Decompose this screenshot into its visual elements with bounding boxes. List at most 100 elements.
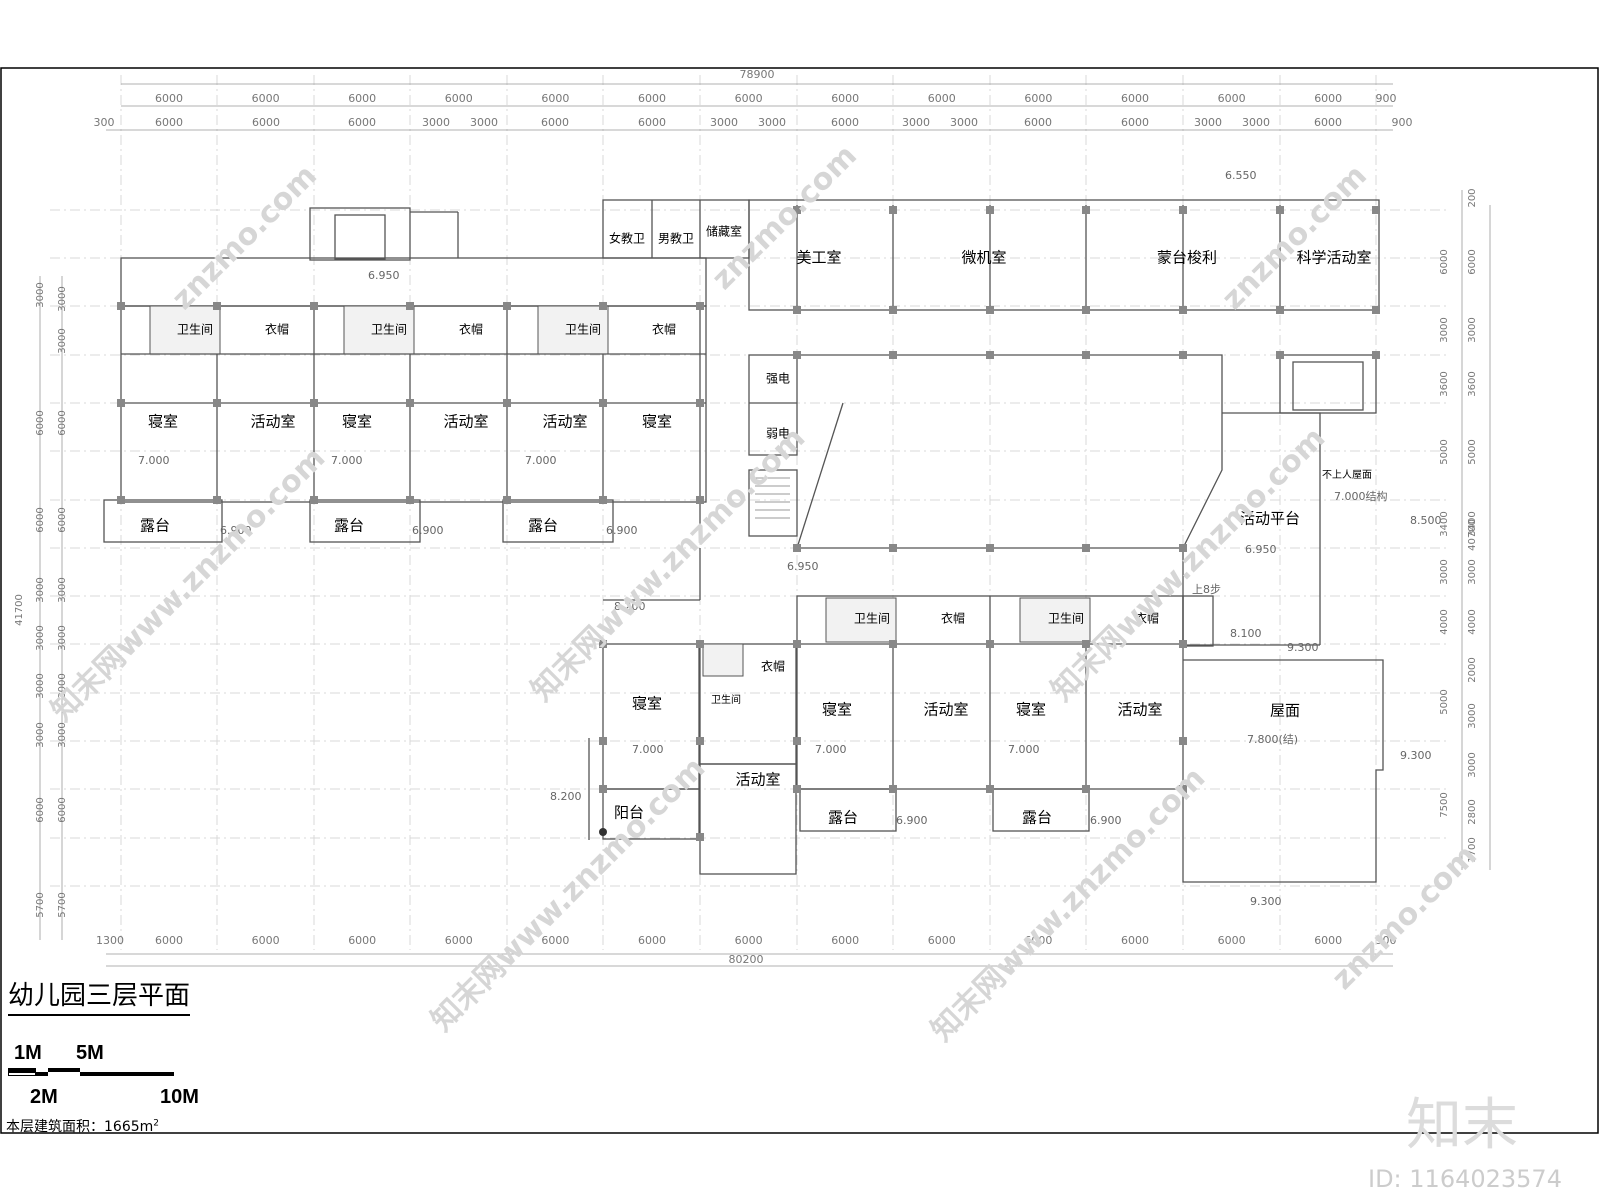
room-label: 活动室 [542, 413, 587, 431]
dimension-value: 3000 [1467, 703, 1478, 728]
room-label: 衣帽 [652, 322, 676, 337]
dimension-value: 6000 [155, 116, 183, 129]
dimension-value: 4000 [1467, 609, 1478, 634]
dimension-value: 6000 [348, 92, 376, 105]
dimension-value: 6000 [1121, 92, 1149, 105]
floor-area-unit-sup: 2 [153, 1118, 160, 1129]
room-label: 卫生间 [1048, 612, 1084, 626]
dimension-value: 3000 [1467, 317, 1478, 342]
dimension-value: 200 [1467, 188, 1478, 207]
dimension-value: 3000 [1194, 116, 1222, 129]
structural-columns [117, 206, 1380, 841]
dimension-value: 6000 [1218, 934, 1246, 947]
floor-area-note: 本层建筑面积：1665m2 [6, 1116, 159, 1136]
dimension-value: 6000 [541, 92, 569, 105]
dimension-value: 6000 [35, 507, 46, 532]
watermark-id: ID: 1164023574 [1368, 1165, 1562, 1193]
dimension-value: 3000 [422, 116, 450, 129]
dimension-value: 6000 [348, 934, 376, 947]
elevation-mark: 9.300 [1250, 895, 1282, 908]
elevation-mark: 6.900 [220, 524, 252, 537]
dim-left-total: 41700 [14, 594, 25, 626]
dimension-value: 1300 [96, 934, 124, 947]
dimension-value: 900 [1376, 92, 1397, 105]
dimension-value: 6000 [155, 934, 183, 947]
dimension-value: 3000 [57, 673, 68, 698]
room-label: 寝室 [342, 413, 372, 431]
drawing-frame [0, 67, 1599, 1134]
room-label: 卫生间 [854, 612, 890, 626]
dimension-value: 6000 [57, 797, 68, 822]
dimension-value: 300 [94, 116, 115, 129]
room-label: 卫生间 [371, 323, 407, 337]
dimension-value: 3000 [1439, 559, 1450, 584]
room-label: 露台 [528, 517, 558, 535]
dimension-value: 3000 [35, 673, 46, 698]
elevation-mark: 6.950 [368, 269, 400, 282]
dimension-value: 6000 [35, 797, 46, 822]
room-label: 活动平台 [1240, 510, 1300, 528]
dimension-value: 3000 [35, 722, 46, 747]
room-label: 衣帽 [459, 322, 483, 337]
northeast-wing [602, 199, 1380, 646]
elevation-mark: 6.950 [1245, 543, 1277, 556]
room-label: 露台 [140, 517, 170, 535]
room-label: 卫生间 [565, 323, 601, 337]
drawing-title: 幼儿园三层平面 [8, 975, 191, 1016]
elevation-mark: 6.900 [606, 524, 638, 537]
dimension-value: 6000 [252, 92, 280, 105]
room-label: 露台 [1022, 809, 1052, 827]
elevation-mark: 6.900 [1090, 814, 1122, 827]
elevation-mark: 上8步 [1192, 583, 1221, 596]
dimension-value: 3000 [758, 116, 786, 129]
dimension-value: 4000 [1439, 609, 1450, 634]
room-label: 微机室 [961, 249, 1006, 267]
dimension-value: 3000 [35, 282, 46, 307]
room-label: 衣帽 [265, 322, 289, 337]
dimension-value: 6000 [735, 934, 763, 947]
scale-label-10m: 10M [160, 1086, 199, 1108]
dimension-value: 6000 [57, 410, 68, 435]
dim-right-inner: 2006000300036005000340030004000200030003… [1467, 188, 1478, 862]
room-label: 寝室 [1016, 701, 1046, 719]
elevation-marks: 6.950 7.000 7.000 7.000 6.900 6.900 6.90… [138, 169, 1442, 908]
scale-bar-graphic [8, 1068, 174, 1076]
dimension-value: 6000 [252, 116, 280, 129]
dimension-value: 900 [1376, 934, 1397, 947]
room-label: 寝室 [822, 701, 852, 719]
elevation-mark: 7.000结构 [1334, 489, 1388, 503]
room-label: 衣帽 [1135, 611, 1159, 626]
room-label: 衣帽 [941, 611, 965, 626]
room-labels: 卫生间 衣帽 寝室 活动室 露台 卫生间 衣帽 寝室 活动室 露台 卫生间 衣帽… [140, 224, 1372, 827]
watermark-logo: 知末 [1406, 1093, 1518, 1158]
elevation-mark: 6.900 [896, 814, 928, 827]
elevation-mark: 8.200 [550, 790, 582, 803]
room-label: 科学活动室 [1296, 249, 1371, 267]
dimension-value: 3000 [1242, 116, 1270, 129]
room-label: 蒙台梭利 [1157, 249, 1217, 267]
dimension-value: 2800 [1467, 799, 1478, 824]
elevation-mark: 7.000 [138, 454, 170, 467]
dimension-value: 6000 [1439, 249, 1450, 274]
room-label: 卫生间 [177, 323, 213, 337]
dimension-value: 3000 [57, 577, 68, 602]
dimension-value: 6000 [1121, 934, 1149, 947]
dimension-value: 3600 [1467, 371, 1478, 396]
dimension-value: 900 [1392, 116, 1413, 129]
dimension-value: 3400 [1439, 511, 1450, 536]
dimension-value: 6000 [1467, 249, 1478, 274]
dimension-value: 3600 [1439, 371, 1450, 396]
elevation-mark: 8.200 [614, 600, 646, 613]
dimension-value: 6000 [155, 92, 183, 105]
dim-bottom-total: 80200 [729, 953, 764, 966]
dimension-value: 5000 [1439, 439, 1450, 464]
room-label: 露台 [828, 809, 858, 827]
room-label: 弱电 [766, 427, 790, 441]
room-label: 不上人屋面 [1322, 469, 1372, 481]
room-label: 露台 [334, 517, 364, 535]
